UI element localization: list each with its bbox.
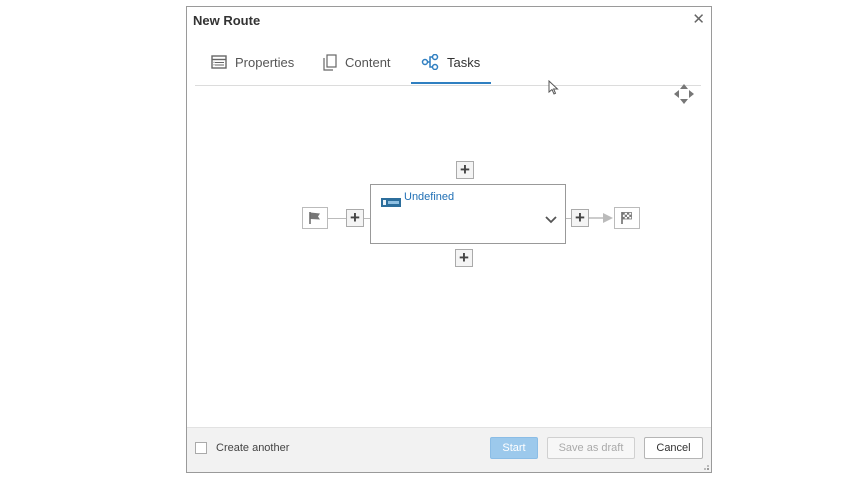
tab-properties-label: Properties [235, 54, 295, 70]
connector-arrow [589, 213, 613, 223]
add-task-below-button[interactable]: + [455, 249, 473, 267]
close-icon[interactable]: ✕ [692, 11, 705, 28]
create-another-checkbox[interactable] [195, 442, 207, 454]
create-another-label: Create another [216, 442, 290, 454]
finish-flag-icon [614, 207, 640, 229]
connector-line [364, 218, 370, 219]
workflow-icon [421, 54, 439, 70]
start-button[interactable]: Start [490, 437, 538, 459]
mouse-cursor-icon [548, 80, 559, 95]
tab-properties[interactable]: Properties [211, 41, 294, 83]
active-tab-indicator [411, 82, 491, 84]
document-copy-icon [323, 53, 337, 71]
tab-content[interactable]: Content [323, 41, 391, 83]
add-task-before-button[interactable]: + [346, 209, 364, 227]
start-flag-icon [302, 207, 328, 229]
resize-grip-icon[interactable] [703, 464, 709, 470]
connector-line [328, 218, 346, 219]
tab-tasks[interactable]: Tasks [421, 41, 480, 83]
dialog-title: New Route [193, 13, 261, 28]
tab-bar: Properties Content Tasks [195, 41, 701, 86]
table-icon [211, 55, 227, 69]
tab-content-label: Content [345, 54, 391, 70]
task-node[interactable]: Undefined [370, 184, 566, 244]
add-task-above-button[interactable]: + [456, 161, 474, 179]
new-route-dialog: New Route ✕ Properties [186, 6, 712, 473]
save-as-draft-button[interactable]: Save as draft [547, 437, 635, 459]
dialog-titlebar[interactable]: New Route ✕ [187, 7, 711, 33]
add-task-after-button[interactable]: + [571, 209, 589, 227]
cancel-button[interactable]: Cancel [644, 437, 703, 459]
task-type-icon [381, 194, 401, 212]
task-label[interactable]: Undefined [404, 191, 455, 203]
chevron-down-icon[interactable] [545, 211, 557, 229]
connector-line [566, 218, 572, 219]
dialog-footer: Create another Start Save as draft Cance… [187, 427, 711, 472]
workflow-canvas: + + Undefined [187, 87, 711, 428]
move-arrows-icon[interactable] [673, 83, 695, 105]
tab-tasks-label: Tasks [447, 54, 481, 70]
